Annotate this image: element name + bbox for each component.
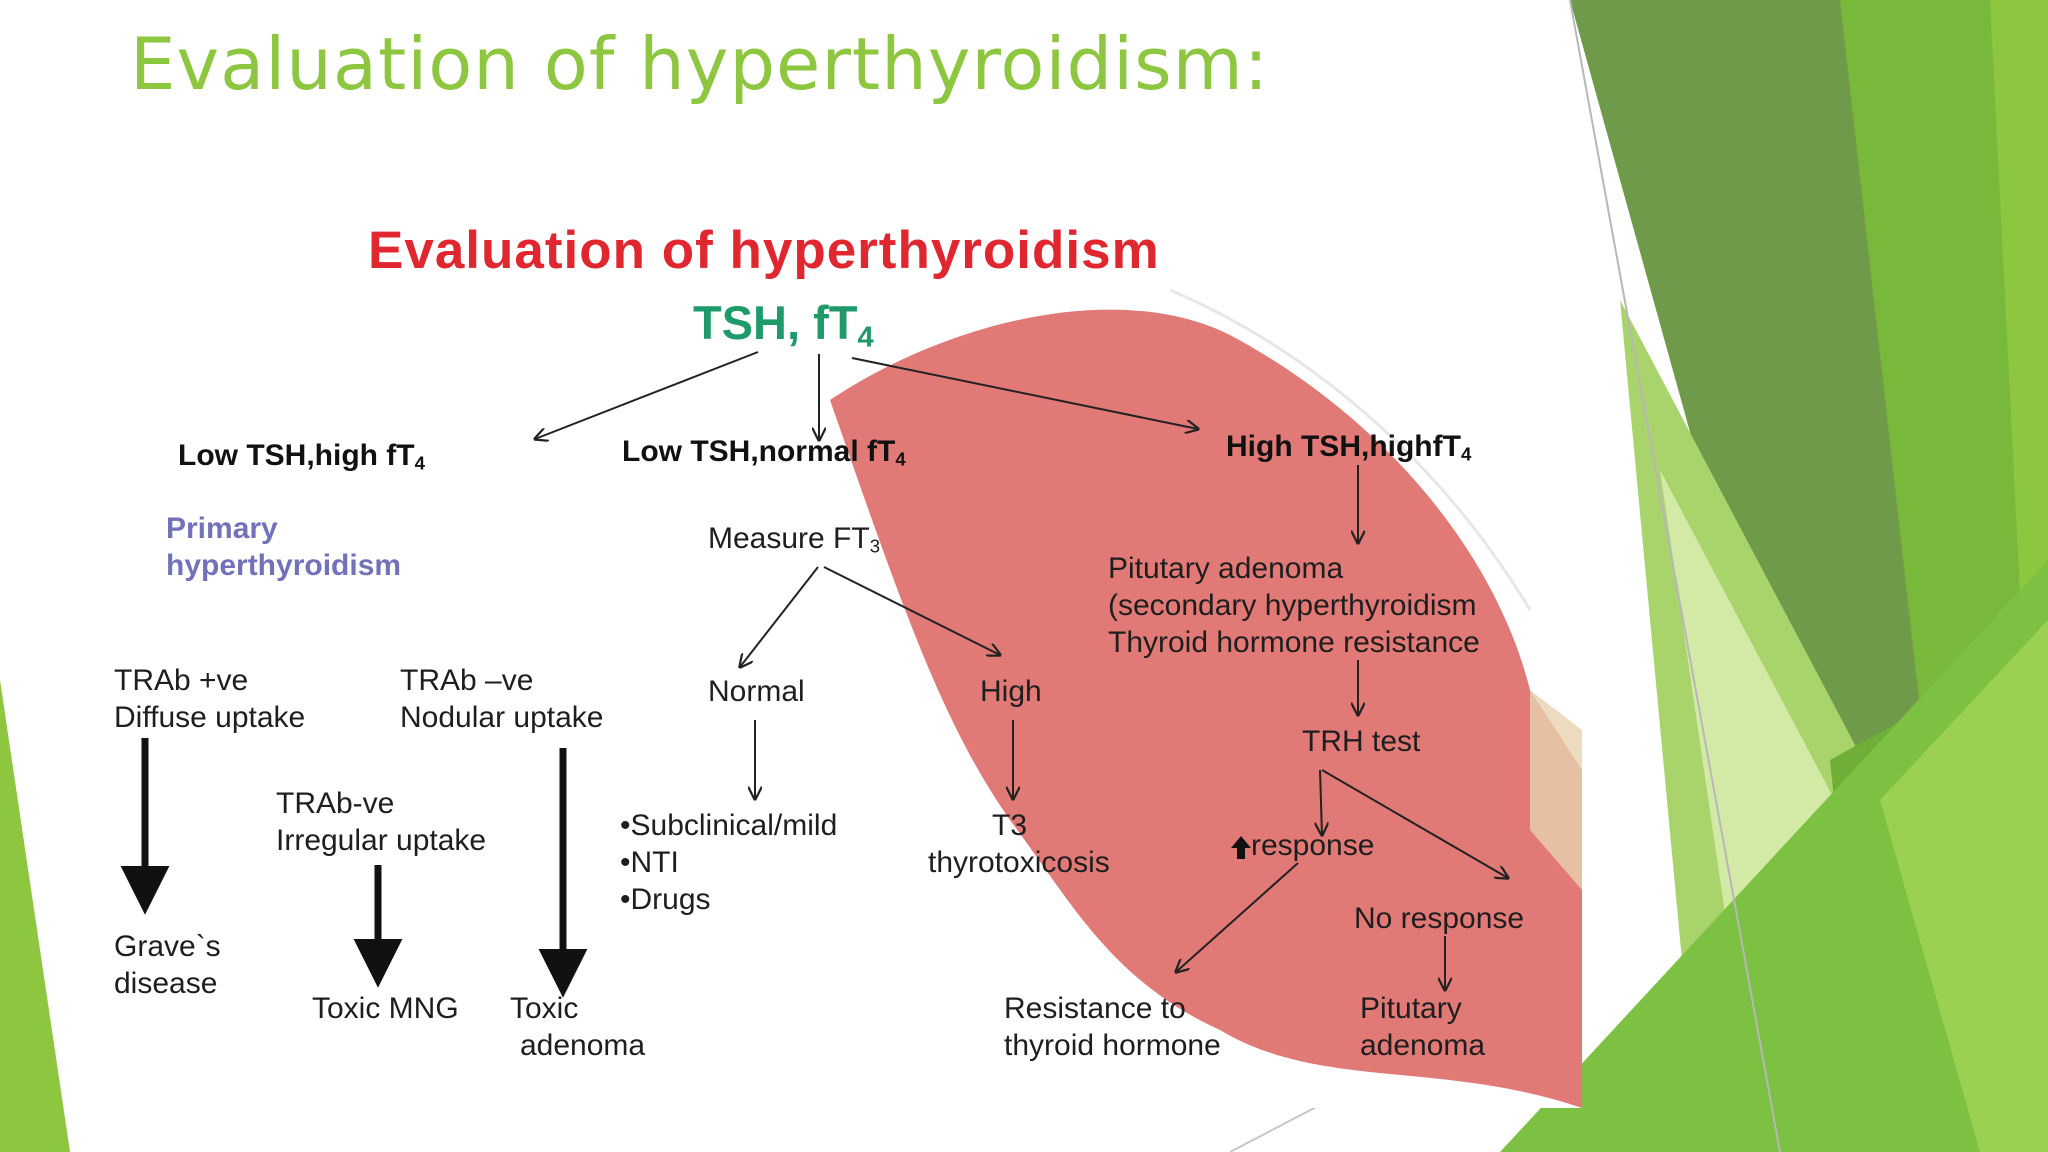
flowchart-image-panel: Evaluation of hyperthyroidism TSH, fT4 L… (110, 130, 1582, 1108)
node-no-response: No response (1354, 902, 1525, 935)
node-trh-test: TRH test (1302, 725, 1421, 758)
node-measure-ft3: Measure FT3 (708, 522, 881, 557)
thyroid-illustration (830, 309, 1582, 1108)
node-normal: Normal (708, 675, 805, 708)
node-toxic-mng: Toxic MNG (312, 992, 459, 1025)
node-high: High (980, 675, 1042, 708)
up-arrow-icon (1231, 836, 1251, 859)
arrow-tsh-to-low-high (535, 351, 759, 439)
arrow-trh-to-response (1320, 769, 1322, 835)
node-low-tsh-normal-ft4: Low TSH,normal fT4 (622, 435, 906, 470)
node-pituitary-adenoma-block: Pitutary adenoma(secondary hyperthyroidi… (1108, 552, 1480, 659)
node-low-tsh-high-ft4: Low TSH,high fT4 (178, 439, 425, 474)
arrow-tsh-to-high-high (851, 357, 1198, 429)
arrow-measure-to-high (823, 566, 1000, 655)
arrow-measure-to-normal (740, 566, 819, 667)
node-tsh-ft4: TSH, fT4 (693, 296, 874, 354)
diagram-title: Evaluation of hyperthyroidism (368, 221, 1160, 280)
node-high-tsh-high-ft4: High TSH,highfT4 (1226, 430, 1472, 465)
slide-title: Evaluation of hyperthyroidism: (130, 22, 1270, 106)
flowchart-arrows (120, 288, 1582, 1108)
arrow-trh-to-no-response (1321, 769, 1508, 878)
node-normal-causes: •Subclinical/mild•NTI•Drugs (620, 809, 838, 916)
arrow-response-to-resistance (1176, 862, 1299, 972)
node-response: response (1251, 829, 1375, 862)
